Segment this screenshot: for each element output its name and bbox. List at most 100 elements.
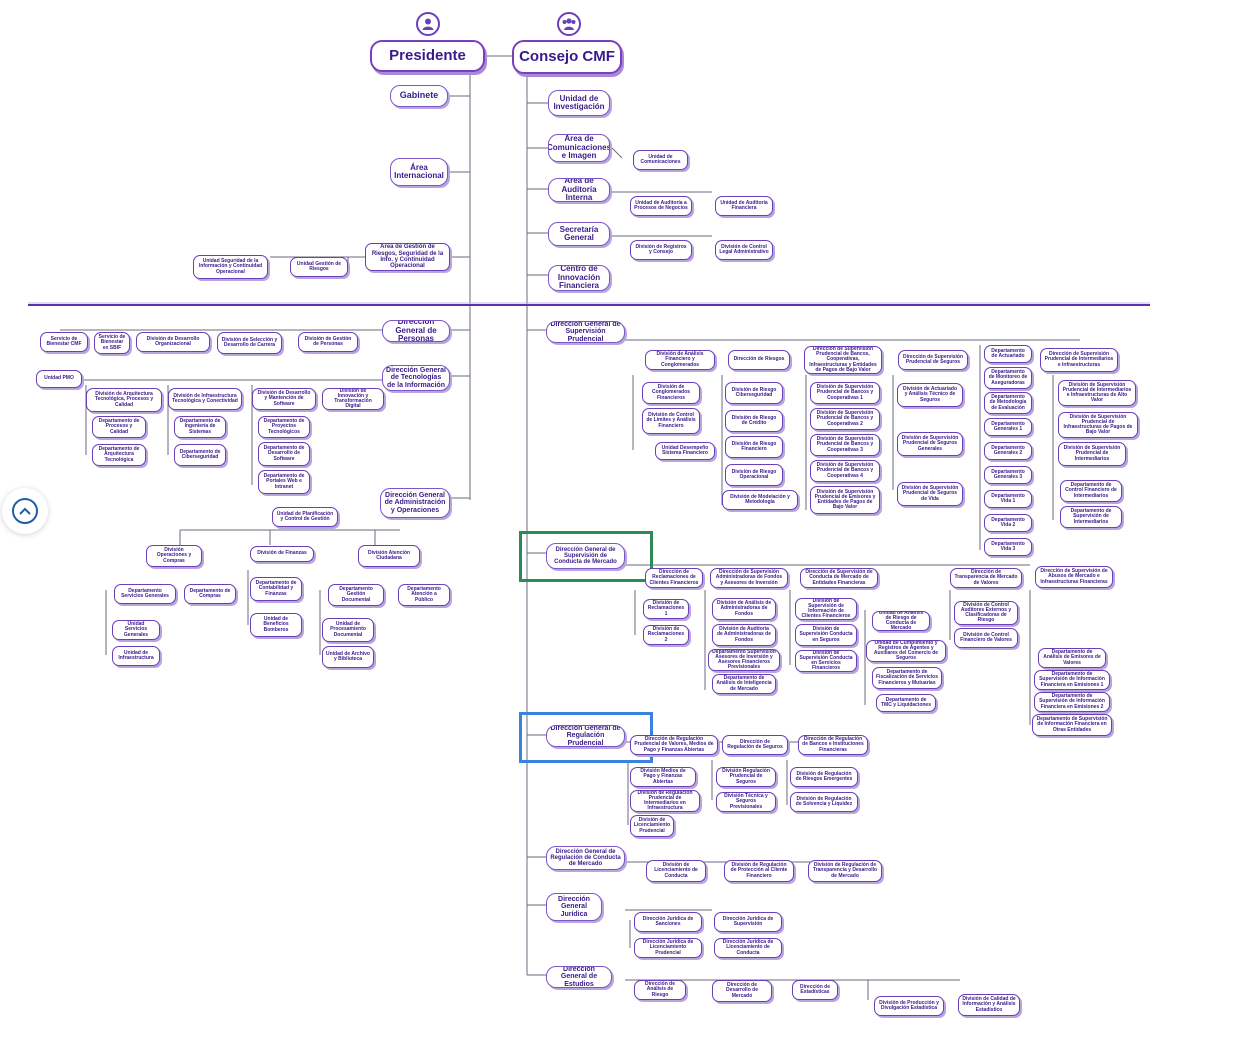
unidad-gestion-riesgos-node[interactable]: Unidad Gestión de Riesgos — [290, 257, 348, 277]
depto-fiscalizacion-node[interactable]: Departamento de Fiscalización de Servici… — [872, 667, 942, 689]
div-modelacion-node[interactable]: División de Modelación y Metodología — [722, 490, 798, 510]
servicio-bienestar-sbif-node[interactable]: Servicio de Bienestar ex SBIF — [94, 332, 130, 354]
depto-servicios-generales-node[interactable]: Departamento Servicios Generales — [114, 584, 176, 604]
div-conglomerados-node[interactable]: División de Conglomerados Financieros — [642, 382, 700, 404]
dir-sup-fondos-node[interactable]: Dirección de Supervisión Administradoras… — [710, 568, 788, 588]
depto-proyectos-tec-node[interactable]: Departamento de Proyectos Tecnológicos — [258, 416, 310, 438]
unidad-seguridad-node[interactable]: Unidad Seguridad de la Información y Con… — [193, 255, 268, 279]
depto-compras-node[interactable]: Departamento de Compras — [184, 584, 236, 604]
depto-generales2-node[interactable]: Departamento Generales 2 — [984, 442, 1032, 460]
unidad-servicios-generales-node[interactable]: Unidad Servicios Generales — [112, 620, 160, 640]
div-analisis-fondos-node[interactable]: División de Análisis de Administradoras … — [712, 598, 776, 620]
div-seleccion-node[interactable]: División de Selección y Desarrollo de Ca… — [217, 332, 282, 354]
div-proteccion-cliente-node[interactable]: División de Regulación de Protección al … — [724, 860, 794, 882]
div-reg-intermediarios-node[interactable]: División de Regulación Prudencial de Int… — [630, 790, 700, 812]
div-desarrollo-software-node[interactable]: División de Desarrollo y Mantención de S… — [252, 388, 316, 410]
depto-arquitectura-node[interactable]: Departamento de Arquitectura Tecnológica — [92, 444, 146, 466]
unidad-planificacion-node[interactable]: Unidad de Planificación y Control de Ges… — [272, 507, 338, 527]
unidad-aud-procesos-node[interactable]: Unidad de Auditoría a Procesos de Negoci… — [630, 196, 692, 216]
dir-transparencia-node[interactable]: Dirección de Transparencia de Mercado de… — [950, 568, 1022, 588]
dg-conducta-node[interactable]: Dirección General de Supervisión de Cond… — [546, 543, 625, 569]
dg-juridica-node[interactable]: Dirección General Jurídica — [546, 893, 602, 921]
depto-procesos-calidad-node[interactable]: Departamento de Procesos y Calidad — [92, 416, 146, 438]
depto-vida1-node[interactable]: Departamento Vida 1 — [984, 490, 1032, 508]
dg-regulacion-prudencial-node[interactable]: Dirección General de Regulación Prudenci… — [546, 725, 625, 747]
div-transparencia-desarrollo-node[interactable]: División de Regulación de Transparencia … — [808, 860, 882, 882]
dir-analisis-riesgo-node[interactable]: Dirección de Análisis de Riesgo — [634, 980, 686, 1000]
div-tecnica-seguros-node[interactable]: División Técnica y Seguros Previsionales — [716, 792, 776, 812]
div-licenciamiento-prud-node[interactable]: División de Licenciamiento Prudencial — [630, 815, 674, 837]
dir-reg-valores-node[interactable]: Dirección de Regulación Prudencial de Va… — [630, 735, 718, 755]
depto-info-emisiones1-node[interactable]: Departamento de Supervisión de Informaci… — [1034, 670, 1110, 690]
depto-info-emisiones2-node[interactable]: Departamento de Supervisión de Informaci… — [1034, 692, 1110, 712]
div-registros-node[interactable]: División de Registros y Consejo — [630, 240, 692, 260]
div-riesgo-operacional-node[interactable]: División de Riesgo Operacional — [725, 464, 783, 486]
dir-reg-bancos-node[interactable]: Dirección de Regulación de Bancos e Inst… — [798, 735, 868, 755]
div-auditoria-fondos-node[interactable]: División de Auditoría de Administradoras… — [712, 624, 776, 646]
dg-personas-node[interactable]: Dirección General de Personas — [382, 320, 450, 342]
unidad-infraestructura-node[interactable]: Unidad de Infraestructura — [112, 646, 160, 666]
presidente-node[interactable]: Presidente — [370, 40, 485, 72]
div-riesgo-financiero-node[interactable]: División de Riesgo Financiero — [725, 436, 783, 458]
div-arquitectura-node[interactable]: División de Arquitectura Tecnológica, Pr… — [86, 388, 162, 412]
div-info-clientes-node[interactable]: División de Supervisión de Información d… — [795, 598, 857, 620]
dir-desarrollo-mercado-node[interactable]: Dirección de Desarrollo de Mercado — [712, 980, 772, 1002]
depto-ingenieria-node[interactable]: Departamento de Ingeniería de Sistemas — [174, 416, 226, 438]
div-riesgos-emergentes-node[interactable]: División de Regulación de Riesgos Emerge… — [790, 767, 858, 787]
unidad-bomberos-node[interactable]: Unidad de Beneficios Bomberos — [250, 613, 302, 637]
dir-jur-supervision-node[interactable]: Dirección Jurídica de Supervisión — [714, 912, 782, 932]
depto-control-intermediarios-node[interactable]: Departamento de Control Financiero de In… — [1060, 480, 1122, 502]
area-auditoria-node[interactable]: Área de Auditoría Interna — [548, 178, 610, 202]
depto-generales1-node[interactable]: Departamento Generales 1 — [984, 418, 1032, 436]
depto-inteligencia-node[interactable]: Departamento de Análisis de Inteligencia… — [712, 674, 776, 694]
unidad-pmo-node[interactable]: Unidad PMO — [36, 370, 82, 388]
dir-jur-lic-prudencial-node[interactable]: Dirección Jurídica de Licenciamiento Pru… — [634, 938, 702, 958]
scroll-top-button[interactable] — [2, 488, 48, 534]
depto-monitoreo-node[interactable]: Departamento de Monitoreo de Aseguradora… — [984, 367, 1032, 389]
div-control-auditores-node[interactable]: División de Control Auditores Externos y… — [954, 601, 1018, 625]
div-finanzas-node[interactable]: División de Finanzas — [250, 546, 314, 562]
div-solvencia-node[interactable]: División de Regulación de Solvencia y Li… — [790, 792, 858, 812]
dir-reclamaciones-node[interactable]: Dirección de Reclamaciones de Clientes F… — [645, 568, 703, 588]
depto-actuariado-node[interactable]: Departamento de Actuariado — [984, 345, 1032, 363]
div-calidad-estadistica-node[interactable]: División de Calidad de Información y Aná… — [958, 994, 1020, 1016]
div-infraestructura-tec-node[interactable]: División de Infraestructura Tecnológica … — [168, 388, 242, 410]
depto-vida2-node[interactable]: Departamento Vida 2 — [984, 514, 1032, 532]
depto-atencion-publico-node[interactable]: Departamento Atención a Público — [398, 584, 450, 606]
dir-sup-conducta-entidades-node[interactable]: Dirección de Supervisión de Conducta de … — [800, 568, 878, 588]
div-riesgo-ciber-node[interactable]: División de Riesgo Ciberseguridad — [725, 382, 783, 404]
dir-jur-sanciones-node[interactable]: Dirección Jurídica de Sanciones — [634, 912, 702, 932]
div-analisis-financiero-node[interactable]: División de Análisis Financiero y Conglo… — [645, 350, 715, 370]
div-reg-prud-seguros-node[interactable]: División Regulación Prudencial de Seguro… — [716, 767, 776, 787]
dg-supervision-prudencial-node[interactable]: Dirección General de Supervisión Prudenc… — [546, 321, 625, 343]
div-sup-bancos4-node[interactable]: División de Supervisión Prudencial de Ba… — [810, 460, 880, 482]
depto-generales3-node[interactable]: Departamento Generales 3 — [984, 466, 1032, 484]
div-reclamaciones1-node[interactable]: División de Reclamaciones 1 — [643, 599, 689, 619]
div-sup-bancos1-node[interactable]: División de Supervisión Prudencial de Ba… — [810, 382, 880, 404]
div-control-valores-node[interactable]: División de Control Financiero de Valore… — [954, 628, 1018, 648]
unidad-comunicaciones-node[interactable]: Unidad de Comunicaciones — [633, 150, 688, 170]
servicio-bienestar-node[interactable]: Servicio de Bienestar CMF — [40, 332, 88, 352]
unidad-cumplimiento-node[interactable]: Unidad de Cumplimiento y Registros de Ag… — [866, 640, 946, 662]
div-medios-pago-node[interactable]: División Medios de Pago y Finanzas Abier… — [630, 767, 696, 787]
div-sup-bancos3-node[interactable]: División de Supervisión Prudencial de Ba… — [810, 434, 880, 456]
unidad-procesamiento-doc-node[interactable]: Unidad de Procesamiento Documental — [322, 618, 374, 642]
div-infra-alto-valor-node[interactable]: División de Supervisión Prudencial de In… — [1058, 380, 1136, 406]
depto-asesores-node[interactable]: Departamento Supervisión Asesores de Inv… — [708, 649, 780, 671]
div-riesgo-credito-node[interactable]: División de Riesgo de Crédito — [725, 410, 783, 432]
div-desarrollo-org-node[interactable]: División de Desarrollo Organizacional — [136, 332, 210, 352]
unidad-riesgo-conducta-node[interactable]: Unidad de Análisis de Riesgo de Conducta… — [872, 611, 930, 631]
div-sup-emisores-node[interactable]: División de Supervisión Prudencial de Em… — [810, 486, 880, 514]
dir-sup-bancos-node[interactable]: Dirección de Supervisión Prudencial de B… — [804, 346, 882, 374]
div-atencion-ciudadana-node[interactable]: División Atención Ciudadana — [358, 545, 420, 567]
dg-reg-conducta-node[interactable]: Dirección General de Regulación de Condu… — [546, 846, 625, 870]
div-sup-intermediarios-node[interactable]: División de Supervisión Prudencial de In… — [1058, 442, 1126, 466]
area-internacional-node[interactable]: Área Internacional — [390, 158, 448, 186]
div-actuariado-node[interactable]: División de Actuariado y Análisis Técnic… — [897, 383, 963, 407]
area-comunicaciones-node[interactable]: Área de Comunicaciones e Imagen — [548, 134, 610, 162]
unidad-archivo-node[interactable]: Unidad de Archivo y Biblioteca — [322, 646, 374, 668]
div-seguros-generales-node[interactable]: División de Supervisión Prudencial de Se… — [897, 432, 963, 456]
depto-vida3-node[interactable]: Departamento Vida 3 — [984, 538, 1032, 556]
unidad-investigacion-node[interactable]: Unidad de Investigación — [548, 90, 610, 116]
dg-administracion-node[interactable]: Dirección General de Administración y Op… — [380, 488, 450, 518]
